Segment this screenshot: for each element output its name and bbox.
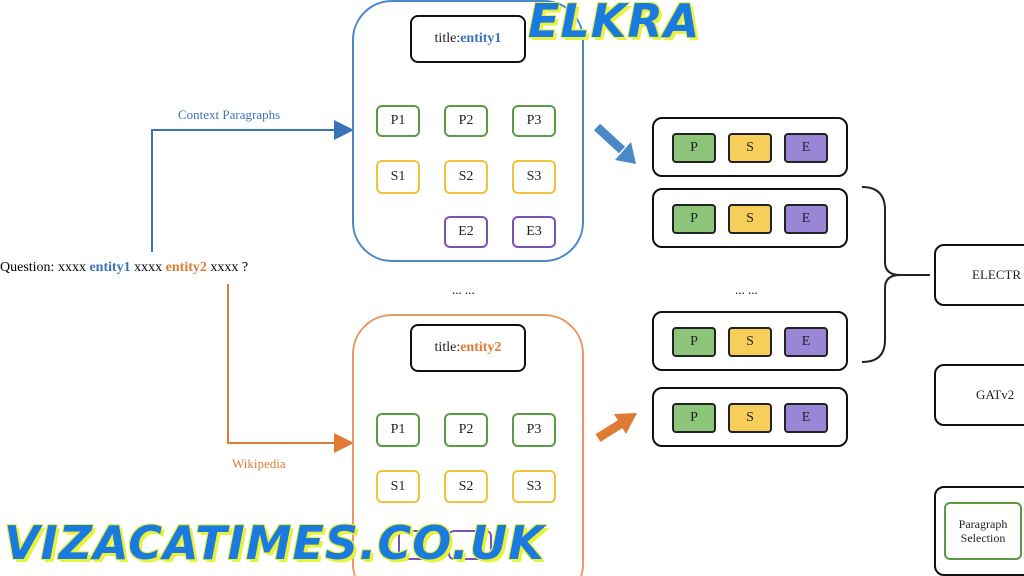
- pse-row-4: P S E: [652, 387, 848, 447]
- watermark-top: ELKRA: [528, 0, 701, 48]
- chip-p: P: [672, 403, 716, 433]
- chip-e: E: [784, 403, 828, 433]
- watermark-bottom: VIZACATIMES.CO.UK: [4, 516, 545, 570]
- chip-s: S: [728, 204, 772, 234]
- chip-e: E: [784, 204, 828, 234]
- orange-arrow-icon: [595, 413, 637, 442]
- pse-row-2: P S E: [652, 188, 848, 248]
- question-middle: xxxx: [130, 260, 166, 275]
- pse-row-1: P S E: [652, 117, 848, 177]
- context-paragraphs-label: Context Paragraphs: [178, 107, 281, 122]
- bottom-p3-node: P3: [512, 413, 556, 447]
- paragraph-selection-box: Paragraph Selection: [944, 502, 1022, 560]
- question-prefix: Question: xxxx: [0, 260, 90, 275]
- blue-arrow-icon: [593, 123, 636, 164]
- question-suffix: xxxx ?: [206, 260, 249, 275]
- top-s1-node: S1: [376, 160, 420, 194]
- chip-p: P: [672, 327, 716, 357]
- top-s3-node: S3: [512, 160, 556, 194]
- chip-e: E: [784, 133, 828, 163]
- top-p1-node: P1: [376, 105, 420, 137]
- top-title-entity: entity1: [460, 31, 502, 46]
- paragraph-selection-outer: Paragraph Selection: [934, 486, 1024, 576]
- chip-s: S: [728, 327, 772, 357]
- middle-ellipsis: ... ...: [452, 282, 475, 297]
- question-text: Question: xxxx entity1 xxxx entity2 xxxx…: [0, 260, 248, 276]
- bottom-s2-node: S2: [444, 470, 488, 503]
- question-entity1: entity1: [89, 260, 131, 275]
- bottom-title-prefix: title:: [434, 340, 461, 355]
- question-entity2: entity2: [165, 260, 207, 275]
- chip-s: S: [728, 133, 772, 163]
- chip-p: P: [672, 204, 716, 234]
- bottom-p1-node: P1: [376, 413, 420, 447]
- bottom-p2-node: P2: [444, 413, 488, 447]
- wikipedia-label: Wikipedia: [232, 456, 286, 471]
- bottom-s3-node: S3: [512, 470, 556, 503]
- electra-box: ELECTR: [934, 244, 1024, 306]
- chip-e: E: [784, 327, 828, 357]
- top-p3-node: P3: [512, 105, 556, 137]
- top-p2-node: P2: [444, 105, 488, 137]
- bottom-s1-node: S1: [376, 470, 420, 503]
- chip-p: P: [672, 133, 716, 163]
- top-s2-node: S2: [444, 160, 488, 194]
- top-title-prefix: title:: [434, 31, 461, 46]
- top-e2-node: E2: [444, 216, 488, 248]
- bottom-e-node-1: [398, 530, 442, 560]
- top-e3-node: E3: [512, 216, 556, 248]
- top-title-node: title: entity1: [410, 15, 526, 63]
- right-ellipsis: ... ...: [735, 282, 758, 297]
- bottom-e-node-2: [448, 530, 492, 560]
- pse-row-3: P S E: [652, 311, 848, 371]
- chip-s: S: [728, 403, 772, 433]
- bottom-title-node: title: entity2: [410, 324, 526, 372]
- gatv2-box: GATv2: [934, 364, 1024, 426]
- bottom-title-entity: entity2: [460, 340, 502, 355]
